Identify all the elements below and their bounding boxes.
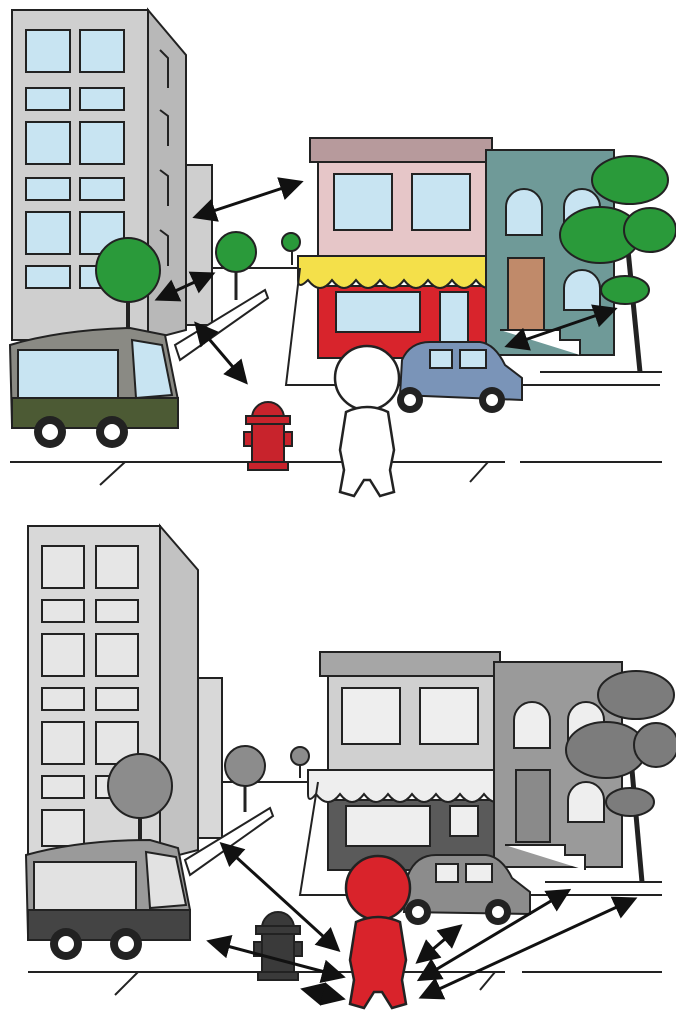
person-icon	[335, 346, 399, 496]
hydrant-icon	[254, 912, 302, 980]
top-panel	[10, 10, 676, 496]
hydrant-icon	[244, 402, 292, 470]
person-icon	[346, 856, 410, 1008]
thin-building	[186, 165, 212, 325]
tall-building	[28, 526, 198, 860]
bus-icon	[26, 840, 190, 960]
thin-building	[198, 678, 222, 838]
bus-icon	[10, 328, 178, 448]
tree-icon	[216, 232, 256, 300]
shop-building	[308, 652, 508, 870]
tree-icon	[291, 747, 309, 778]
shop-building	[298, 138, 500, 358]
tree-icon	[225, 746, 265, 812]
tall-building	[12, 10, 186, 340]
bottom-panel	[26, 526, 676, 1008]
